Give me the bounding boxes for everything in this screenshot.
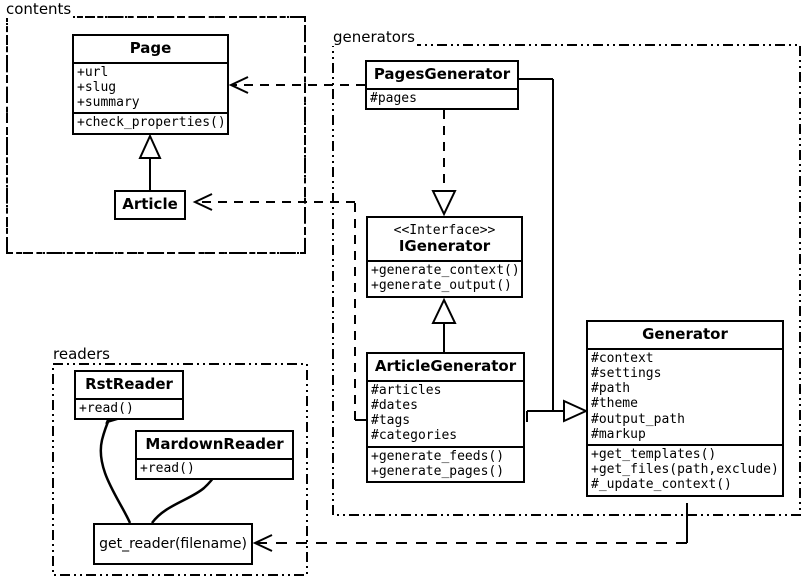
class-page[interactable]: Page +url +slug +summary +check_properti…	[72, 34, 229, 135]
class-igenerator-header: <<Interface>> IGenerator	[368, 218, 521, 260]
connector-getreader-creates-rstreader	[99, 405, 132, 524]
class-page-operations: +check_properties()	[74, 112, 227, 132]
operation: +generate_output()	[371, 278, 512, 294]
class-pages-generator[interactable]: PagesGenerator #pages	[365, 60, 519, 110]
connector-pagesgenerator-realizes-igenerator	[431, 110, 457, 217]
class-generator-attributes: #context #settings #path #theme #output_…	[588, 347, 782, 444]
operation: +get_templates()	[591, 447, 717, 463]
connector-articlegenerator-realizes-igenerator	[431, 297, 457, 352]
class-article-generator[interactable]: ArticleGenerator #articles #dates #tags …	[366, 352, 525, 484]
connector-generators-extend-generator	[519, 78, 589, 423]
operation: +generate_pages()	[371, 463, 505, 479]
class-article-generator-name: ArticleGenerator	[374, 357, 517, 375]
attribute: +summary	[77, 95, 140, 111]
attribute: #context	[591, 350, 654, 366]
class-igenerator-stereotype: <<Interface>>	[393, 223, 496, 238]
operation: +generate_context()	[371, 263, 520, 279]
attribute: #categories	[371, 428, 458, 444]
class-page-attributes: +url +slug +summary	[74, 61, 227, 113]
operation: +read()	[140, 460, 195, 476]
attribute: #theme	[591, 396, 638, 412]
class-page-name: Page	[129, 39, 172, 57]
package-readers-label: readers	[51, 345, 112, 363]
package-contents-label: contents	[4, 0, 74, 18]
class-pages-generator-attributes: #pages	[367, 87, 517, 108]
connector-generator-depends-getreader	[252, 503, 688, 552]
class-article-name: Article	[122, 195, 178, 213]
class-rst-reader-name: RstReader	[85, 375, 173, 393]
attribute: #settings	[591, 366, 662, 381]
attribute: #pages	[370, 90, 417, 106]
attribute: +url	[77, 64, 109, 80]
operation: +read()	[79, 400, 134, 416]
attribute: #tags	[371, 413, 411, 429]
class-article[interactable]: Article	[114, 190, 186, 220]
class-mardown-reader-operations: +read()	[137, 457, 292, 478]
operation: +get_files(path,exclude)	[591, 462, 779, 478]
class-rst-reader[interactable]: RstReader +read()	[74, 370, 184, 420]
operation: +generate_feeds()	[371, 448, 505, 464]
attribute: #output_path	[591, 411, 685, 427]
class-igenerator-operations: +generate_context() +generate_output()	[368, 260, 521, 295]
class-generator-name: Generator	[642, 325, 728, 343]
class-mardown-reader[interactable]: MardownReader +read()	[135, 430, 294, 480]
package-generators-label: generators	[331, 28, 417, 46]
operation: #_update_context()	[591, 477, 732, 493]
class-rst-reader-operations: +read()	[76, 397, 182, 418]
attribute: #dates	[371, 398, 418, 413]
function-get-reader-label: get_reader(filename)	[99, 536, 247, 552]
class-generator-operations: +get_templates() +get_files(path,exclude…	[588, 444, 782, 495]
class-generator[interactable]: Generator #context #settings #path #them…	[586, 320, 784, 497]
class-article-generator-operations: +generate_feeds() +generate_pages()	[368, 445, 523, 481]
class-igenerator-name: IGenerator	[398, 237, 491, 256]
operation: +check_properties()	[77, 115, 226, 131]
class-article-generator-attributes: #articles #dates #tags #categories	[368, 379, 523, 446]
class-igenerator[interactable]: <<Interface>> IGenerator +generate_conte…	[366, 216, 523, 298]
attribute: +slug	[77, 80, 117, 95]
class-mardown-reader-name: MardownReader	[145, 435, 284, 453]
attribute: #articles	[371, 382, 442, 398]
attribute: #path	[591, 381, 631, 397]
class-pages-generator-name: PagesGenerator	[373, 65, 511, 83]
function-get-reader[interactable]: get_reader(filename)	[93, 523, 253, 565]
attribute: #markup	[591, 426, 646, 442]
